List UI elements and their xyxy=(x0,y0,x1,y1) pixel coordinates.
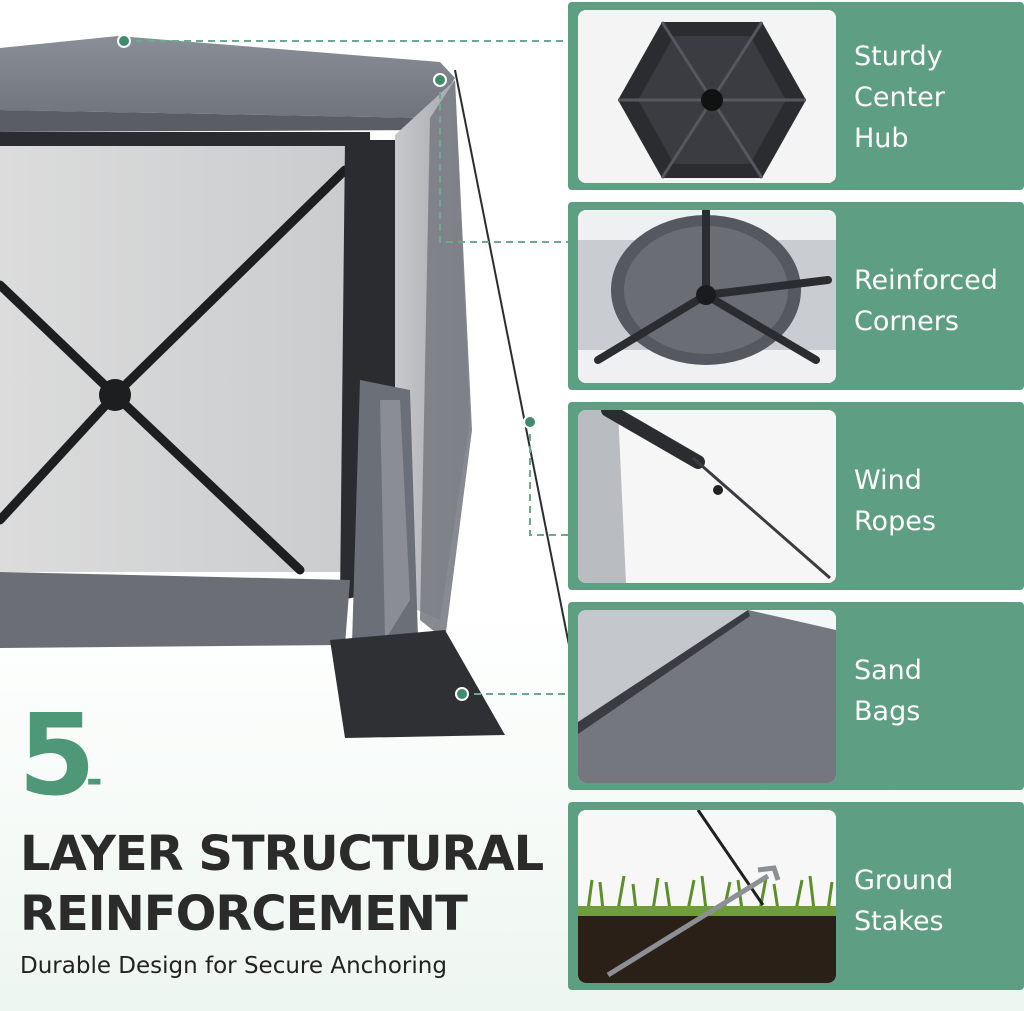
headline-number: 5 xyxy=(18,691,96,821)
feature-label-line: Sturdy xyxy=(854,41,943,72)
feature-label-ground-stakes: Ground Stakes xyxy=(854,860,1019,942)
feature-card-sand-bags: Sand Bags xyxy=(568,602,1024,790)
feature-card-wind-ropes: Wind Ropes xyxy=(568,402,1024,590)
feature-card-ground-stakes: Ground Stakes xyxy=(568,802,1024,990)
feature-label-line: Ropes xyxy=(854,506,936,537)
headline-dash: - xyxy=(86,757,103,803)
feature-label-sand-bags: Sand Bags xyxy=(854,650,1019,732)
feature-label-line: Stakes xyxy=(854,906,944,937)
headline-line-2: REINFORCEMENT xyxy=(20,886,468,942)
headline-subtitle: Durable Design for Secure Anchoring xyxy=(20,953,447,979)
feature-label-line: Bags xyxy=(854,696,921,727)
feature-label-wind-ropes: Wind Ropes xyxy=(854,460,1019,542)
headline-line-1: LAYER STRUCTURAL xyxy=(20,826,544,882)
center-hub-photo xyxy=(578,10,836,183)
reinforced-corner-photo xyxy=(578,210,836,383)
feature-label-line: Wind xyxy=(854,465,922,496)
feature-label-line: Center xyxy=(854,82,945,113)
feature-label-reinforced-corners: Reinforced Corners xyxy=(854,260,1019,342)
feature-label-line: Ground xyxy=(854,865,954,896)
feature-label-line: Hub xyxy=(854,123,909,154)
feature-card-center-hub: Sturdy Center Hub xyxy=(568,2,1024,190)
feature-label-line: Sand xyxy=(854,655,922,686)
sand-bag-photo xyxy=(578,610,836,783)
feature-label-line: Reinforced xyxy=(854,265,998,296)
feature-card-reinforced-corners: Reinforced Corners xyxy=(568,202,1024,390)
feature-label-line: Corners xyxy=(854,306,959,337)
feature-label-center-hub: Sturdy Center Hub xyxy=(854,36,1019,159)
ground-stake-photo xyxy=(578,810,836,983)
wind-rope-photo xyxy=(578,410,836,583)
